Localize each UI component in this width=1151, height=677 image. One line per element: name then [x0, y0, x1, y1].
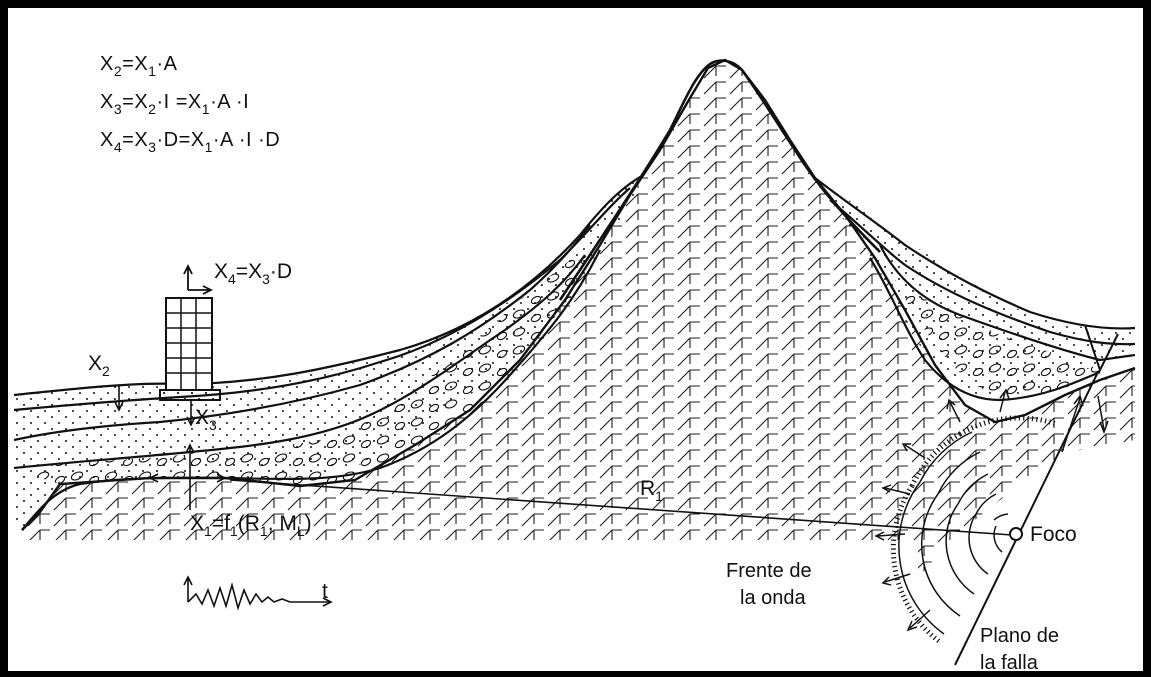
- label-fault-plane-line2: la falla: [980, 652, 1039, 671]
- label-time-axis: t: [322, 580, 328, 603]
- amplification-arrows: [114, 386, 227, 510]
- formula-x2: X2=X1·A: [100, 53, 178, 79]
- mountain-outline: [558, 59, 881, 301]
- label-wave-front-line1: Frente de: [726, 560, 812, 582]
- building-response-label: X4=X3·D: [214, 260, 292, 287]
- sediment-layers-right: [814, 177, 1136, 402]
- label-wave-front-line2: la onda: [740, 587, 806, 609]
- label-r1: R1: [640, 477, 663, 504]
- label-focus: Foco: [1030, 523, 1077, 546]
- focus-point-icon: [1009, 527, 1023, 541]
- bedrock-layer: [8, 58, 1136, 670]
- label-x2: X2: [88, 352, 110, 379]
- label-x3: X3: [195, 406, 217, 433]
- fault-slip-arrow-up: [1061, 394, 1084, 453]
- wave-direction-arrows: [874, 388, 1010, 632]
- formula-x3: X3=X2·I =X1·A ·I: [100, 91, 249, 117]
- seismic-diagram: X2=X1·A X3=X2·I =X1·A ·I X4=X3·D=X1·A ·I…: [8, 53, 1136, 671]
- label-fault-plane-line1: Plano de: [980, 625, 1059, 647]
- wave-fronts: [890, 415, 1057, 645]
- label-x1: X1=f1(R1, ML): [190, 512, 312, 539]
- fault-plane-line: [954, 371, 1099, 666]
- fault-slip-arrow-down: [1097, 395, 1109, 435]
- building-axes-icon: [183, 263, 214, 295]
- seismogram-icon: [183, 575, 333, 611]
- formula-x4: X4=X3·D=X1·A ·I ·D: [100, 129, 280, 155]
- epicentral-distance-line: [229, 479, 1013, 536]
- building: [159, 297, 221, 401]
